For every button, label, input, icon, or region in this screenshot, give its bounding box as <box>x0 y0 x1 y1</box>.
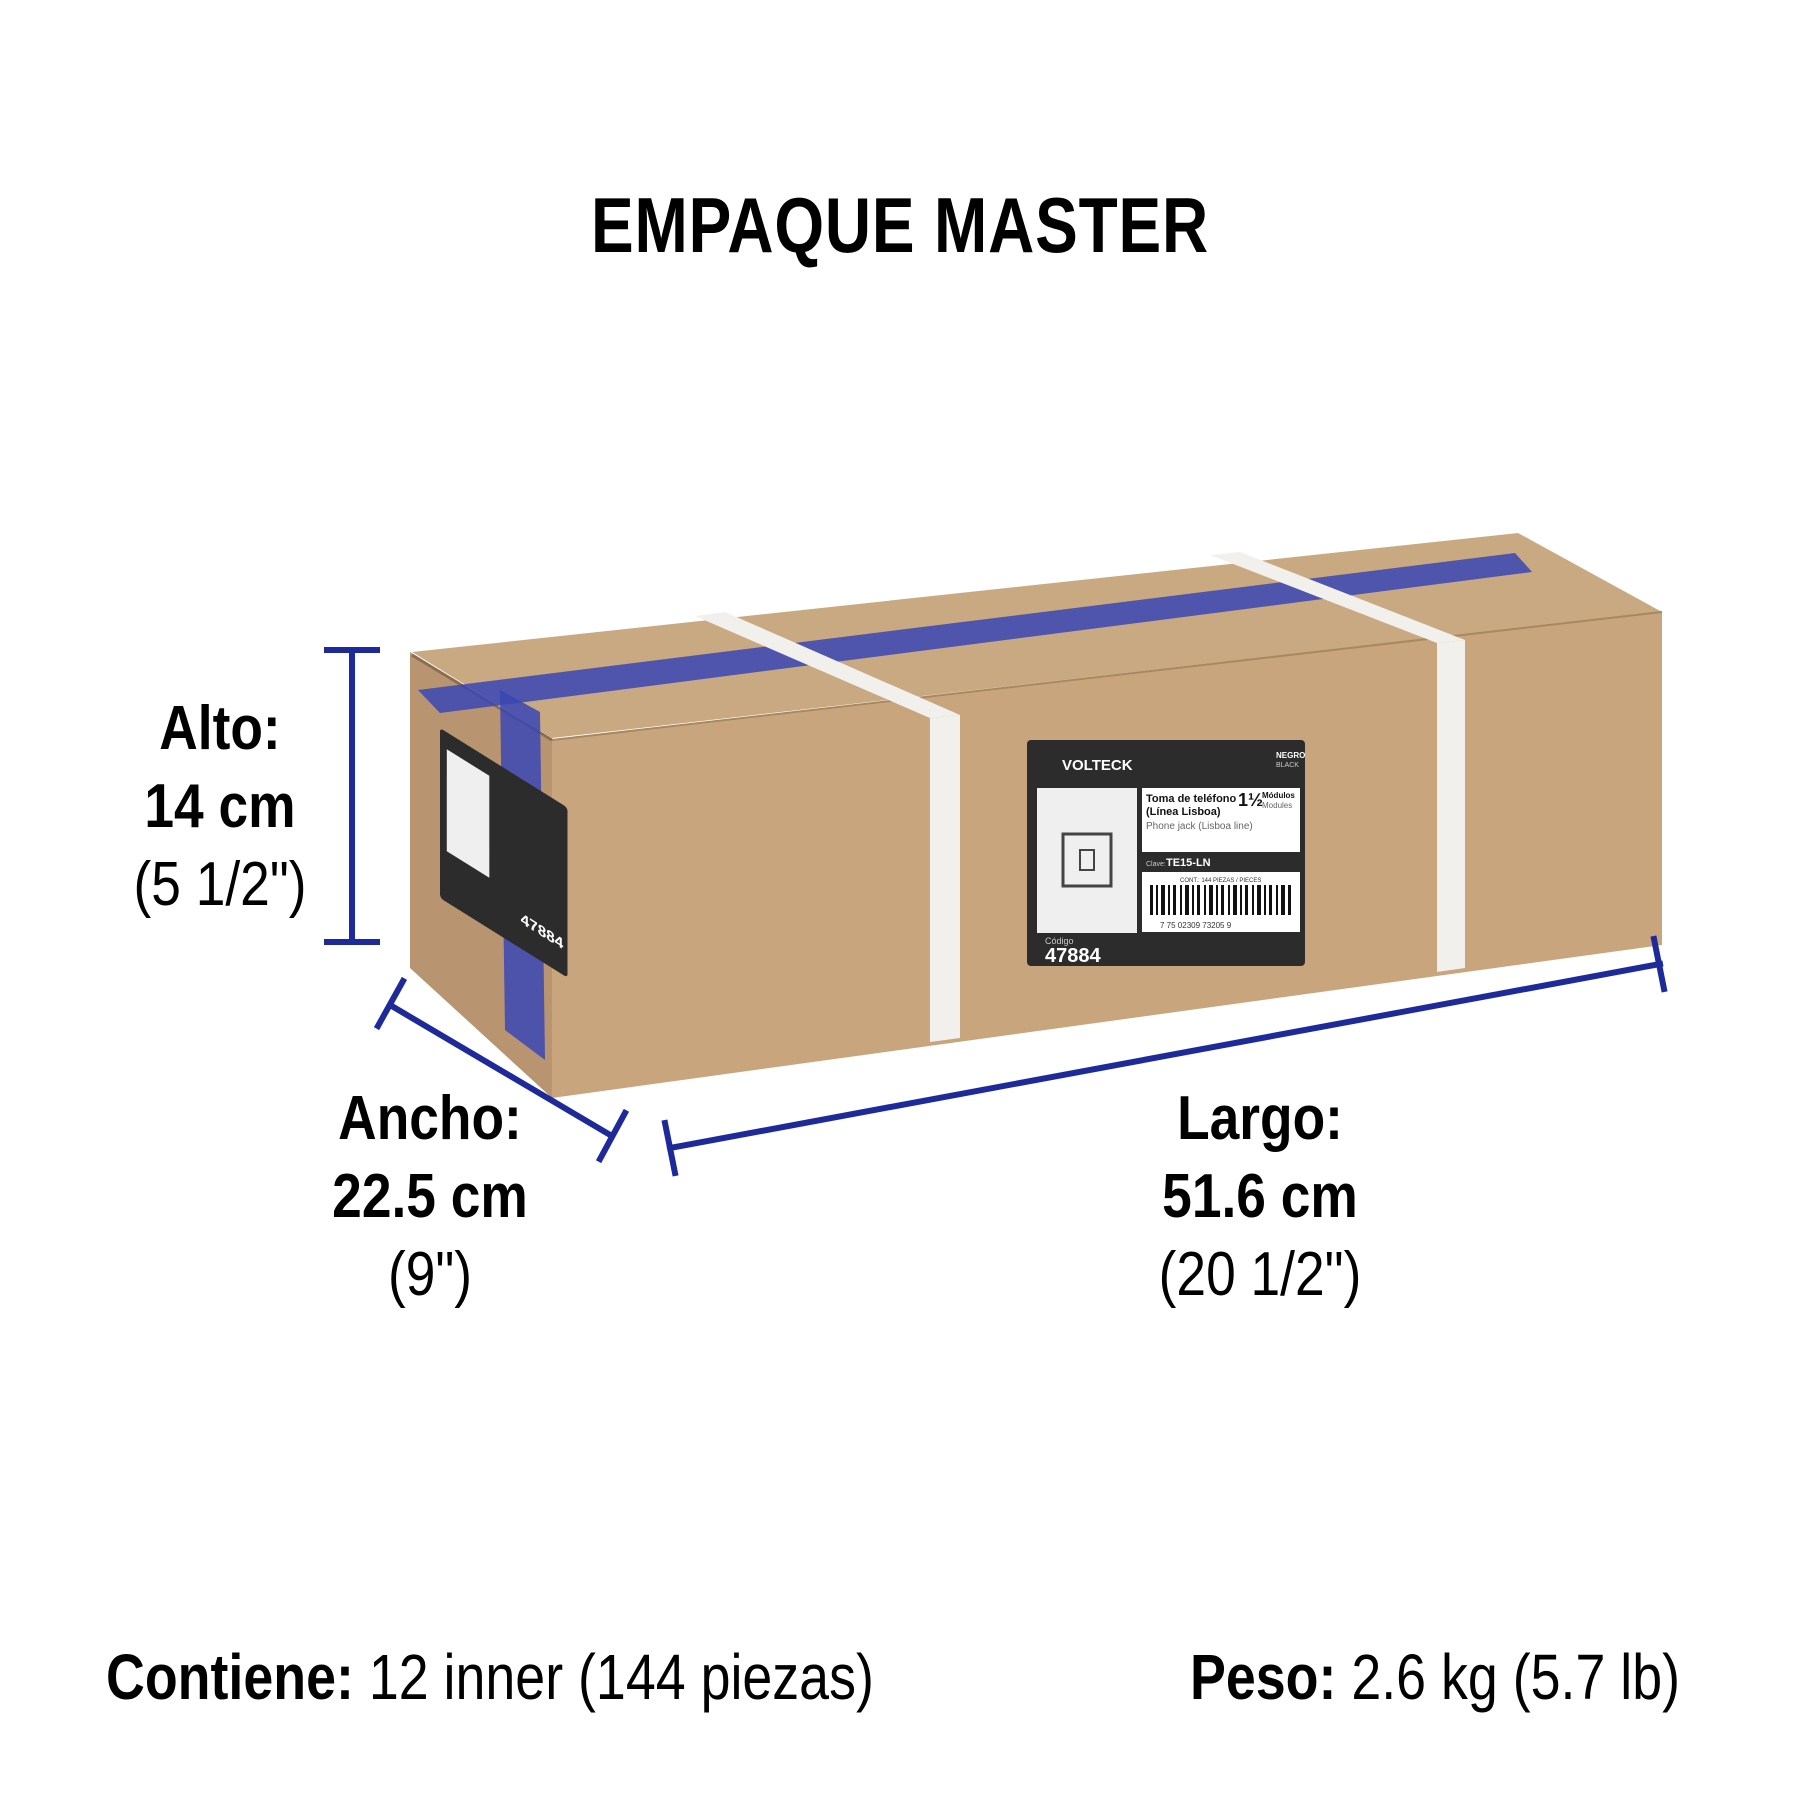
label-line-es: (Línea Lisboa) <box>1146 806 1221 818</box>
label-modules-qty: 1½ <box>1238 790 1263 810</box>
contents-label: Contiene: <box>106 1641 354 1713</box>
height-imperial: (5 1/2") <box>133 850 307 919</box>
length-metric: 51.6 cm <box>1162 1162 1358 1231</box>
label-modules-es: Módulos <box>1262 791 1295 800</box>
dimension-lines <box>324 647 1668 1177</box>
strap-right-front <box>1437 640 1465 972</box>
product-label-front: VOLTECK NEGRO BLACK Toma de teléfono (Lí… <box>1027 740 1305 967</box>
length-label: Largo: 51.6 cm (20 1/2") <box>1140 1080 1381 1314</box>
label-color-en: BLACK <box>1276 762 1299 769</box>
weight-value: 2.6 kg (5.7 lb) <box>1351 1641 1681 1713</box>
strap-right-top <box>1210 552 1465 643</box>
label-brand: VOLTECK <box>1062 757 1133 774</box>
strap-left-top <box>695 612 960 718</box>
label-name-en: Phone jack (Lisboa line) <box>1146 821 1253 832</box>
height-metric: 14 cm <box>144 772 296 841</box>
barcode <box>1150 885 1291 915</box>
width-imperial: (9") <box>387 1240 473 1309</box>
label-name-es: Toma de teléfono <box>1146 793 1237 805</box>
length-name: Largo: <box>1177 1084 1343 1153</box>
length-imperial: (20 1/2") <box>1158 1240 1362 1309</box>
weight-label: Peso: <box>1190 1641 1337 1713</box>
width-metric: 22.5 cm <box>332 1162 528 1231</box>
label-clave: TE15-LN <box>1166 857 1211 869</box>
label-clave-label: Clave: <box>1146 861 1166 868</box>
page-title: EMPAQUE MASTER <box>591 181 1209 269</box>
strap-left-front <box>930 715 960 1042</box>
height-name: Alto: <box>159 694 281 763</box>
height-label: Alto: 14 cm (5 1/2") <box>125 690 314 924</box>
tape-top <box>418 553 1532 713</box>
label-code: 47884 <box>1045 945 1101 967</box>
contents-info: Contiene: 12 inner (144 piezas) <box>106 1640 874 1714</box>
product-label-end: 47884 <box>440 729 568 977</box>
label-modules-en: Modules <box>1262 801 1292 810</box>
label-barcode-digits: 7 75 02309 73205 9 <box>1160 921 1232 930</box>
label-code-label: Código <box>1045 936 1074 946</box>
label-contents: CONT.: 144 PIEZAS / PIECES <box>1180 878 1261 884</box>
weight-info: Peso: 2.6 kg (5.7 lb) <box>1190 1640 1680 1714</box>
height-dimension-line <box>324 647 380 945</box>
length-dimension-line <box>661 935 1668 1177</box>
width-label: Ancho: 22.5 cm (9") <box>318 1080 542 1314</box>
width-name: Ancho: <box>338 1084 522 1153</box>
contents-value: 12 inner (144 piezas) <box>368 1641 874 1713</box>
label-color-es: NEGRO <box>1276 751 1305 760</box>
width-dimension-line <box>373 976 630 1164</box>
